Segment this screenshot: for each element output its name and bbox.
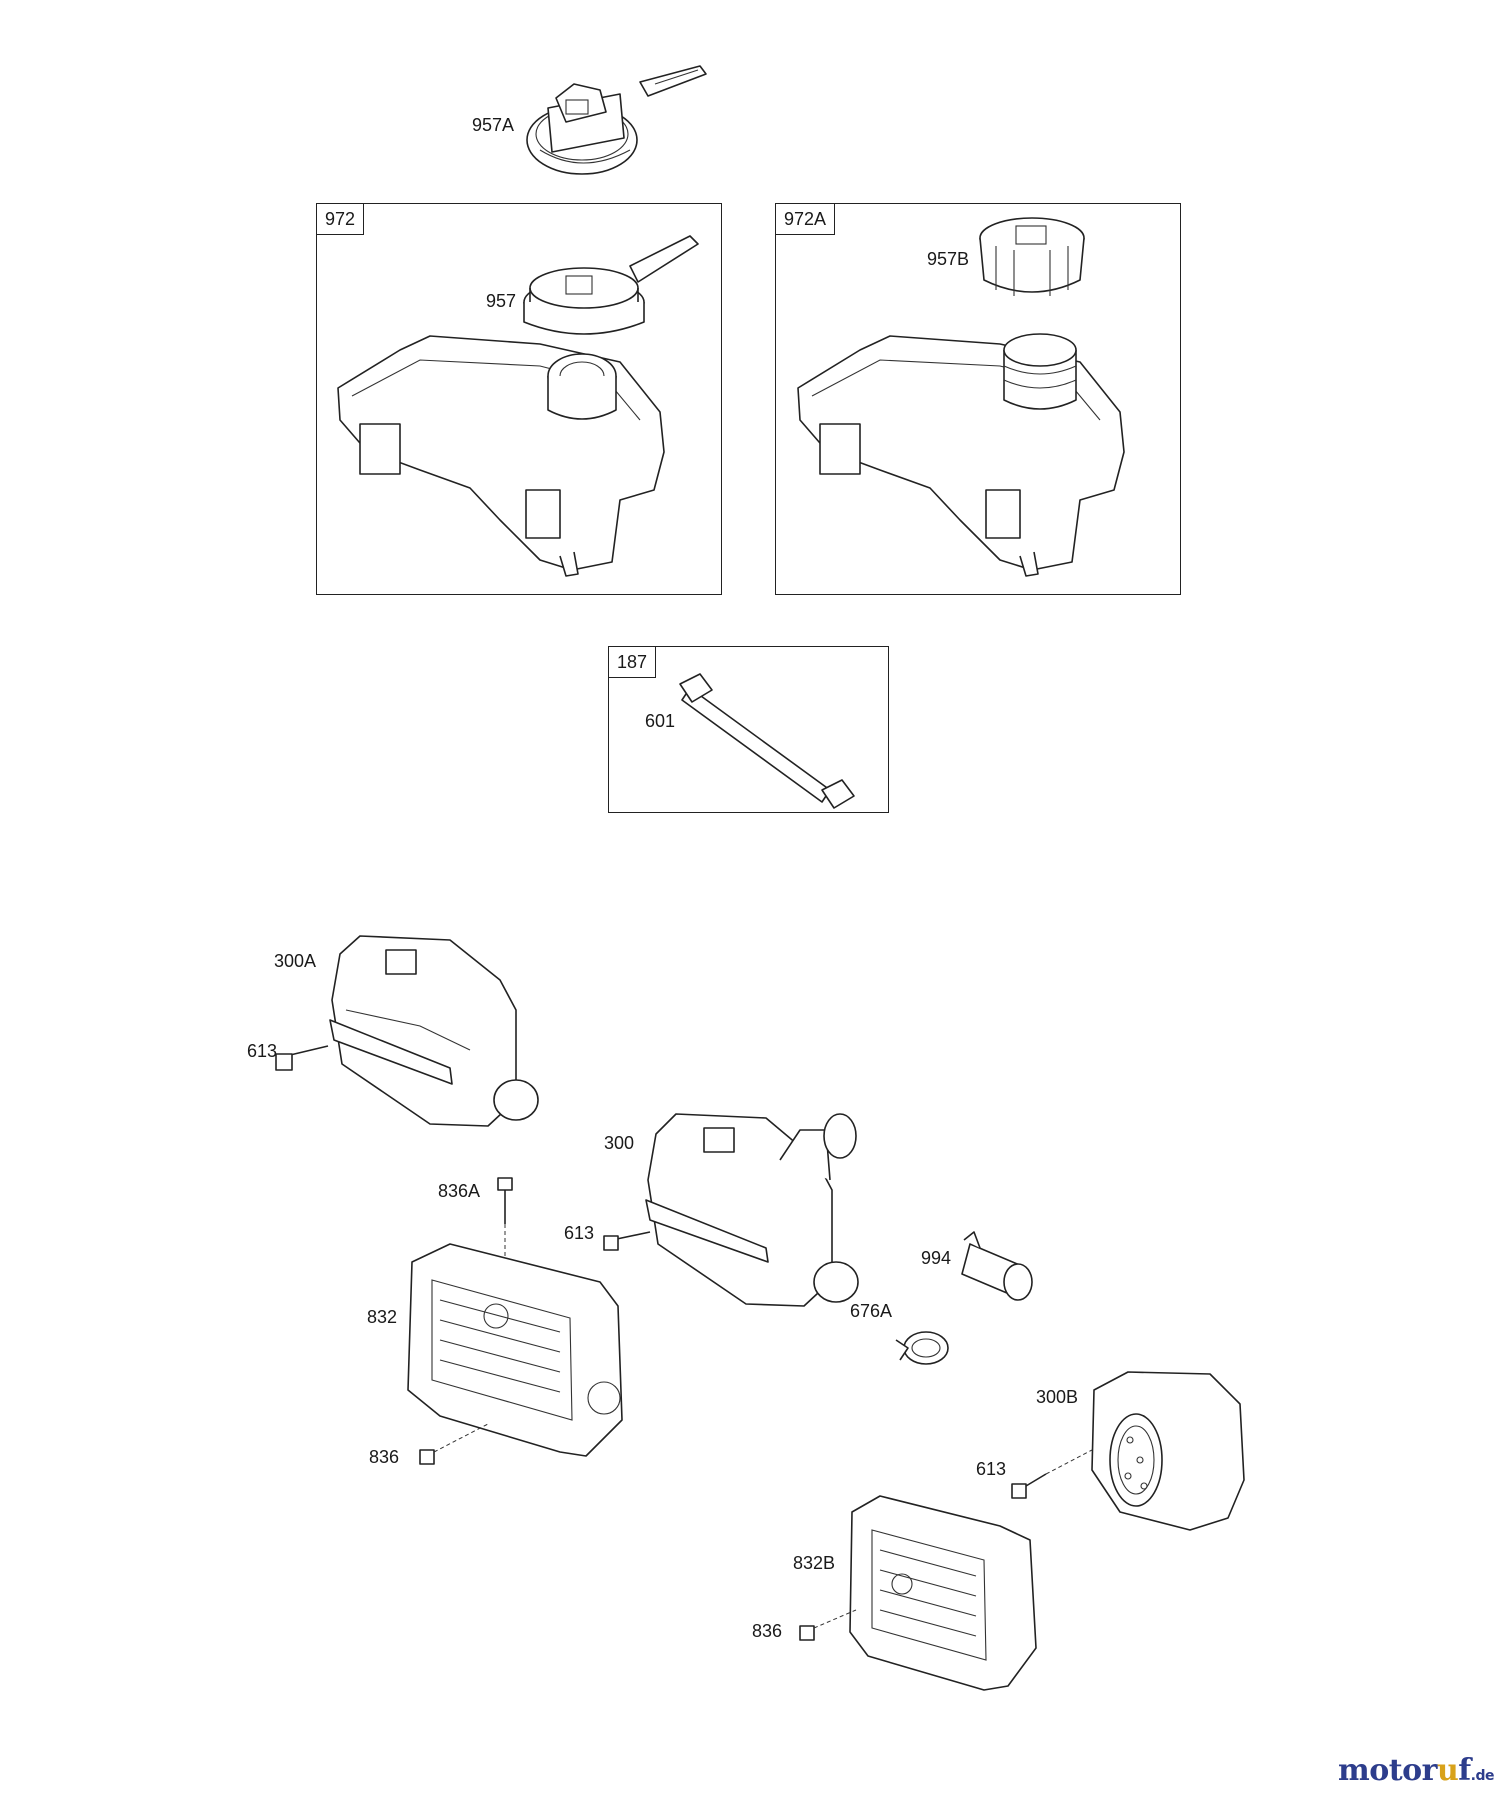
callout-613-a: 613 <box>247 1041 278 1061</box>
callout-836A: 836A <box>438 1181 481 1201</box>
callout-957B: 957B <box>927 249 970 269</box>
callout-613-b: 613 <box>564 1223 595 1243</box>
fuel-line-601-drawing <box>679 673 855 809</box>
bolt-613-b-drawing <box>603 1231 651 1251</box>
fuel-tank-972-drawing <box>337 335 665 577</box>
kit-box-972: 972 <box>316 203 722 595</box>
watermark-tail: f <box>1458 1753 1471 1788</box>
fuel-cap-957B-drawing <box>979 217 1085 296</box>
heat-shield-832B-drawing <box>849 1495 1037 1691</box>
callout-836-a: 836 <box>369 1447 400 1467</box>
kit-box-972A: 972A <box>775 203 1181 595</box>
fuel-cap-957-drawing <box>523 235 699 335</box>
callout-994: 994 <box>921 1248 952 1268</box>
muffler-300B-drawing <box>1091 1371 1245 1531</box>
clamp-676A-drawing <box>895 1331 949 1365</box>
callout-832B: 832B <box>793 1553 836 1573</box>
callout-300: 300 <box>604 1133 635 1153</box>
bolt-836-a-drawing <box>419 1423 489 1465</box>
bolt-613-c-drawing <box>1011 1449 1093 1499</box>
callout-613-c: 613 <box>976 1459 1007 1479</box>
kit-box-187: 187 <box>608 646 889 813</box>
heat-shield-832-drawing <box>407 1243 623 1457</box>
callout-300A: 300A <box>274 951 317 971</box>
watermark-main: motor <box>1338 1753 1437 1788</box>
callout-836-b: 836 <box>752 1621 783 1641</box>
callout-832: 832 <box>367 1307 398 1327</box>
kit-tag-972: 972 <box>317 204 365 235</box>
bolt-836-b-drawing <box>799 1609 857 1641</box>
muffler-300-drawing <box>645 1113 859 1307</box>
muffler-300A-drawing <box>329 935 539 1127</box>
callout-300B: 300B <box>1036 1387 1079 1407</box>
watermark-tld: .de <box>1470 1768 1495 1784</box>
watermark-logo: motoruf.de <box>1338 1753 1495 1788</box>
fuel-cap-957A-drawing <box>526 65 707 175</box>
kit-tag-972A: 972A <box>776 204 836 235</box>
callout-957: 957 <box>486 291 517 311</box>
callout-676A: 676A <box>850 1301 893 1321</box>
callout-601: 601 <box>645 711 676 731</box>
bolt-613-a-drawing <box>275 1045 329 1071</box>
kit-tag-187: 187 <box>609 647 657 678</box>
spark-arrestor-994-drawing <box>961 1231 1033 1301</box>
fuel-tank-972A-drawing <box>797 333 1125 577</box>
callout-957A: 957A <box>472 115 515 135</box>
watermark-accent: u <box>1436 1753 1459 1788</box>
bolt-836A-drawing <box>497 1177 513 1260</box>
